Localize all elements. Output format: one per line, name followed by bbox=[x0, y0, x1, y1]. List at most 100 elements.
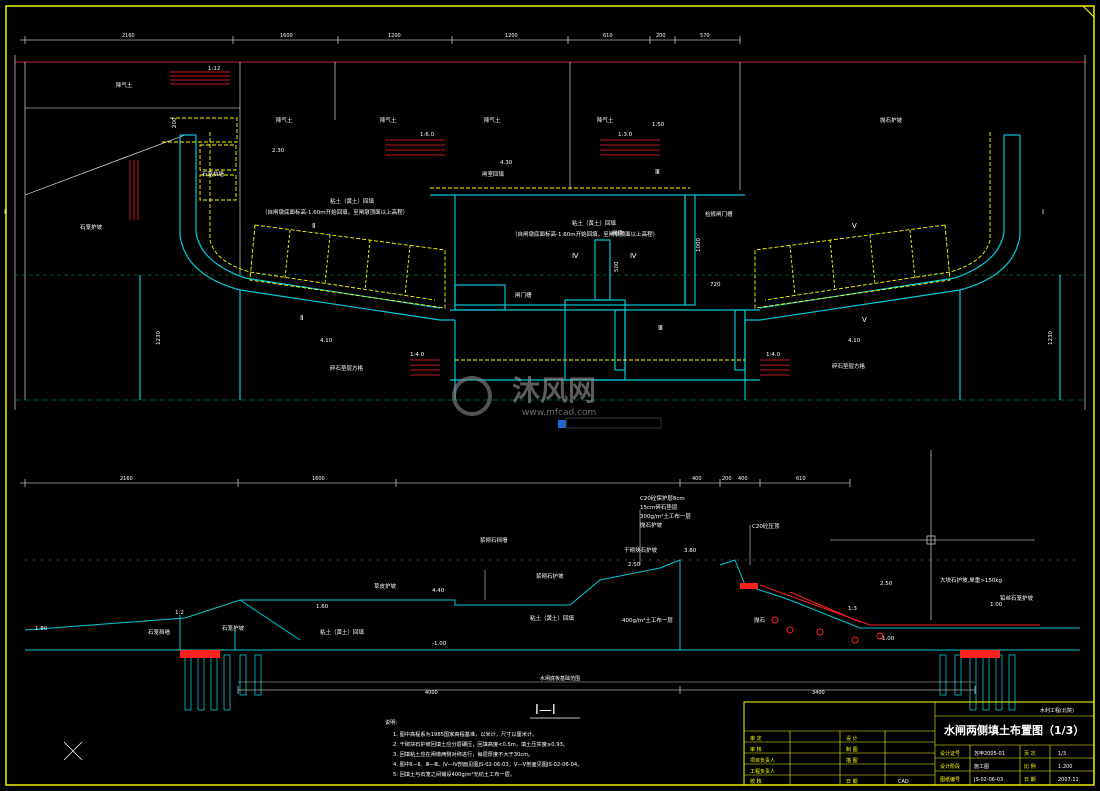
tb-left2-3: 描 图 bbox=[846, 757, 858, 764]
tb-right-key2-2: 比 例 bbox=[1024, 763, 1036, 770]
tb-left-2: 审 核 bbox=[750, 746, 762, 753]
tb-right-val2-2: 1:200 bbox=[1058, 764, 1072, 770]
plan-area-6: 抛石护坡 bbox=[880, 116, 903, 124]
plan-area-3: 降气土 bbox=[380, 116, 397, 124]
section-label-stone: 铅丝石笼护坡 bbox=[1000, 594, 1034, 602]
plan-height-4: 500 bbox=[614, 261, 620, 272]
plan-slope-left: 1:4.0 bbox=[410, 352, 425, 358]
plan-left-slope: 石笼挡墙 bbox=[202, 170, 225, 178]
watermark-url: www.mfcad.com bbox=[522, 408, 596, 418]
tb-right-val2-1: 1/3 bbox=[1058, 751, 1066, 757]
plan-left-bottom: 碎石垫层方格 bbox=[330, 364, 364, 372]
tb-right-val-2: 施工图 bbox=[974, 763, 989, 770]
section-label-slope-top: 浆砌石挡墙 bbox=[480, 536, 508, 544]
ucs-cross-icon bbox=[63, 741, 83, 761]
plan-dim-3: 1200 bbox=[388, 33, 401, 39]
section-label-pave: 草皮护坡 bbox=[374, 582, 397, 590]
section-mark-II-bottom: Ⅱ bbox=[300, 314, 303, 322]
tb-left-4: 工程负责人 bbox=[750, 768, 775, 775]
section-label-rip: 抛石 bbox=[754, 616, 766, 624]
notes-line-3: 3. 回填粘土应在闸墩两侧对称进行，每层厚度不大于30cm。 bbox=[393, 750, 533, 758]
tb-right-val2-3: 2007.11 bbox=[1058, 777, 1079, 783]
section-label-spec4: 抛石护坡 bbox=[640, 521, 663, 529]
section-dim-5: 400 bbox=[738, 476, 748, 482]
tb-right-key-2: 设计阶段 bbox=[940, 763, 960, 770]
watermark-bar bbox=[558, 420, 566, 428]
tb-right-key-3: 图纸编号 bbox=[940, 776, 960, 783]
plan-dim-2: 1600 bbox=[280, 33, 293, 39]
section-label-spec1: C20砼保护层8cm bbox=[640, 494, 685, 502]
section-label-riprap: 大块石护坡,单重>150kg bbox=[940, 576, 1002, 584]
tb-left-5: 校 核 bbox=[750, 778, 762, 785]
notes-line-4: 4. 图中Ⅱ—Ⅱ、Ⅲ—Ⅲ、Ⅳ—Ⅳ剖面见图JS-02-06-03，Ⅴ—Ⅴ剖面见图J… bbox=[393, 760, 582, 768]
section-elev-3: 4.40 bbox=[432, 588, 445, 594]
section-dim-2: 1600 bbox=[312, 476, 325, 482]
tb-cad: CAD bbox=[898, 779, 909, 785]
plan-view: 2160 1600 1200 1200 610 200 570 bbox=[4, 33, 1086, 429]
tb-left2-5: 日 期 bbox=[846, 779, 858, 785]
plan-area-4: 降气土 bbox=[484, 116, 501, 124]
section-label-shell: 浆砌石护坡 bbox=[536, 572, 564, 580]
section-base-label: 水闸底板基础范围 bbox=[540, 675, 580, 682]
section-elev-8: -1.00 bbox=[432, 641, 447, 647]
plan-area-2: 降气土 bbox=[276, 116, 293, 124]
plan-center-top: 闸室回填 bbox=[482, 170, 505, 178]
section-label-cap: C20砼压顶 bbox=[752, 522, 780, 530]
plan-left-area: 石笼护坡 bbox=[80, 223, 103, 231]
section-bottom-dim-2: 3400 bbox=[812, 690, 825, 696]
plan-elev-2: 4.30 bbox=[500, 160, 513, 166]
plan-elev-3: 1.50 bbox=[652, 122, 665, 128]
section-mark-V-bottom: Ⅴ bbox=[862, 316, 867, 324]
section-dim-3: 400 bbox=[692, 476, 702, 482]
section-mark-II-top: Ⅱ bbox=[312, 222, 315, 230]
section-mark-IV-right: Ⅳ bbox=[630, 252, 637, 260]
notes-line-1: 1. 图中高程系为1985国家高程基准，以米计，尺寸以厘米计。 bbox=[393, 730, 537, 738]
tb-right-val-1: 苏甲2005-01 bbox=[974, 750, 1005, 757]
watermark-logo: 沐风网 www.mfcad.com bbox=[452, 374, 596, 418]
plan-dim-6: 200 bbox=[656, 33, 666, 39]
plan-height-1: 1230 bbox=[156, 331, 162, 345]
plan-right-bottom: 碎石垫层方格 bbox=[832, 362, 866, 370]
section-elev-1: 1.80 bbox=[35, 626, 48, 632]
tb-right-key-1: 设计证号 bbox=[940, 750, 960, 757]
plan-height-2: 1230 bbox=[1048, 331, 1054, 345]
plan-dim-4: 1200 bbox=[505, 33, 518, 39]
section-elev-6: 2.50 bbox=[880, 581, 893, 587]
plan-ratio-2: 1:6.0 bbox=[420, 132, 435, 138]
notes: 说明： 1. 图中高程系为1985国家高程基准，以米计，尺寸以厘米计。 2. 干… bbox=[385, 718, 582, 778]
section-label-seal: 干砌块石护坡 bbox=[624, 546, 658, 554]
section-label-fill2: 粘土（黄土）回填 bbox=[530, 614, 575, 622]
section-ratio: 1:2 bbox=[175, 610, 184, 616]
section-mark-V-top: Ⅴ bbox=[852, 222, 857, 230]
section-mark-I-left: Ⅰ bbox=[4, 208, 6, 216]
section-label-fill: 粘土（黄土）回填 bbox=[320, 628, 365, 636]
notes-heading: 说明： bbox=[385, 718, 401, 726]
section-label-spec3: 300g/m²土工布一层 bbox=[640, 512, 691, 520]
plan-dim-5: 610 bbox=[603, 33, 613, 39]
plan-slope-right: 1:4.0 bbox=[766, 352, 781, 358]
section-elev-4: 3.80 bbox=[684, 548, 697, 554]
section-mark-I-right: Ⅰ bbox=[1042, 208, 1044, 216]
tb-right-key2-3: 日 期 bbox=[1024, 777, 1036, 783]
plan-height-3: 200 bbox=[172, 117, 178, 128]
plan-hatch bbox=[129, 71, 790, 376]
plan-gate-2: 闸墩 bbox=[612, 229, 624, 237]
section-dim-1: 2160 bbox=[120, 476, 133, 482]
plan-mid-label-right: 粘土（黄土）回填 bbox=[572, 219, 617, 227]
notes-line-5: 5. 回填土与石笼之间铺设400g/m²无纺土工布一层。 bbox=[393, 770, 515, 778]
plan-area-5: 降气土 bbox=[597, 116, 614, 124]
section-mark-III-bottom: Ⅲ bbox=[658, 324, 663, 332]
section-elev-5: 2.50 bbox=[628, 562, 641, 568]
section-label-rc2: 石笼护坡 bbox=[222, 624, 245, 632]
section-dim-6: 610 bbox=[796, 476, 806, 482]
notes-line-2: 2. 干砌块石护坡回填土应分层碾压，回填高度<0.5m，填土压实度≥0.93。 bbox=[393, 740, 568, 748]
plan-dim-1: 2160 bbox=[122, 33, 135, 39]
tb-left2-1: 设 计 bbox=[846, 735, 858, 742]
plan-dim-7: 570 bbox=[700, 33, 710, 39]
tb-company: 水利工程(北院) bbox=[1040, 707, 1074, 714]
section-label-spec2: 15cm碎石垫层 bbox=[640, 503, 678, 511]
tb-left2-2: 制 图 bbox=[846, 746, 858, 753]
section-elev-2: 1.60 bbox=[316, 604, 329, 610]
section-bottom-dim-1: 4000 bbox=[425, 690, 438, 696]
plan-mid-label-left: 粘土（黄土）回填 bbox=[330, 197, 375, 205]
